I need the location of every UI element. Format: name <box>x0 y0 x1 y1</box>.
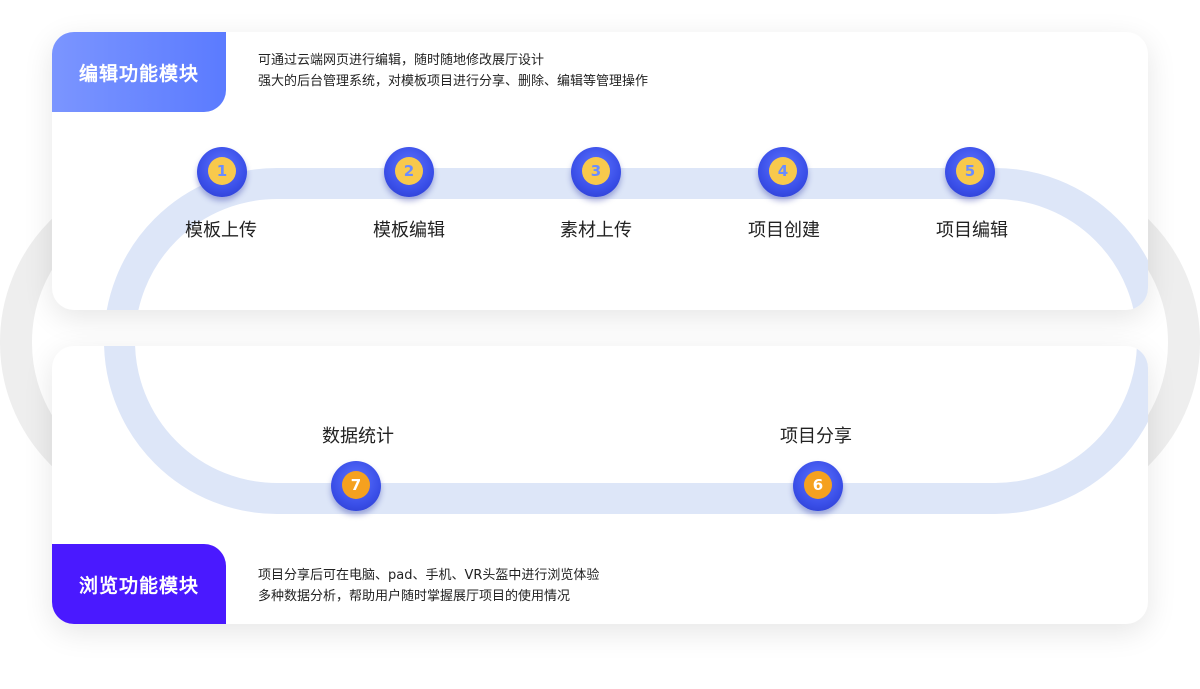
view-module-description: 项目分享后可在电脑、pad、手机、VR头盔中进行浏览体验 多种数据分析，帮助用户… <box>258 565 599 607</box>
edit-desc-line: 可通过云端网页进行编辑，随时随地修改展厅设计 <box>258 53 545 68</box>
edit-module-description: 可通过云端网页进行编辑，随时随地修改展厅设计 强大的后台管理系统，对模板项目进行… <box>258 50 648 92</box>
flow-track <box>104 346 1148 514</box>
step-7-badge: 7 <box>331 461 381 511</box>
step-4-badge: 4 <box>758 147 808 197</box>
step-1-badge: 1 <box>197 147 247 197</box>
step-1-label: 模板上传 <box>185 220 257 241</box>
step-2-badge: 2 <box>384 147 434 197</box>
view-module-title: 浏览功能模块 <box>52 544 226 624</box>
view-desc-line: 多种数据分析，帮助用户随时掌握展厅项目的使用情况 <box>258 589 571 604</box>
step-7-label: 数据统计 <box>322 426 394 447</box>
step-2-label: 模板编辑 <box>373 220 445 241</box>
edit-module-title: 编辑功能模块 <box>52 32 226 112</box>
step-6-badge: 6 <box>793 461 843 511</box>
step-5-label: 项目编辑 <box>936 220 1008 241</box>
edit-desc-line: 强大的后台管理系统，对模板项目进行分享、删除、编辑等管理操作 <box>258 74 649 89</box>
step-6-label: 项目分享 <box>780 426 852 447</box>
step-4-label: 项目创建 <box>748 220 820 241</box>
step-5-badge: 5 <box>945 147 995 197</box>
step-3-badge: 3 <box>571 147 621 197</box>
step-3-label: 素材上传 <box>560 220 632 241</box>
view-module-card: 浏览功能模块 项目分享后可在电脑、pad、手机、VR头盔中进行浏览体验 多种数据… <box>52 346 1148 624</box>
view-desc-line: 项目分享后可在电脑、pad、手机、VR头盔中进行浏览体验 <box>258 568 600 583</box>
